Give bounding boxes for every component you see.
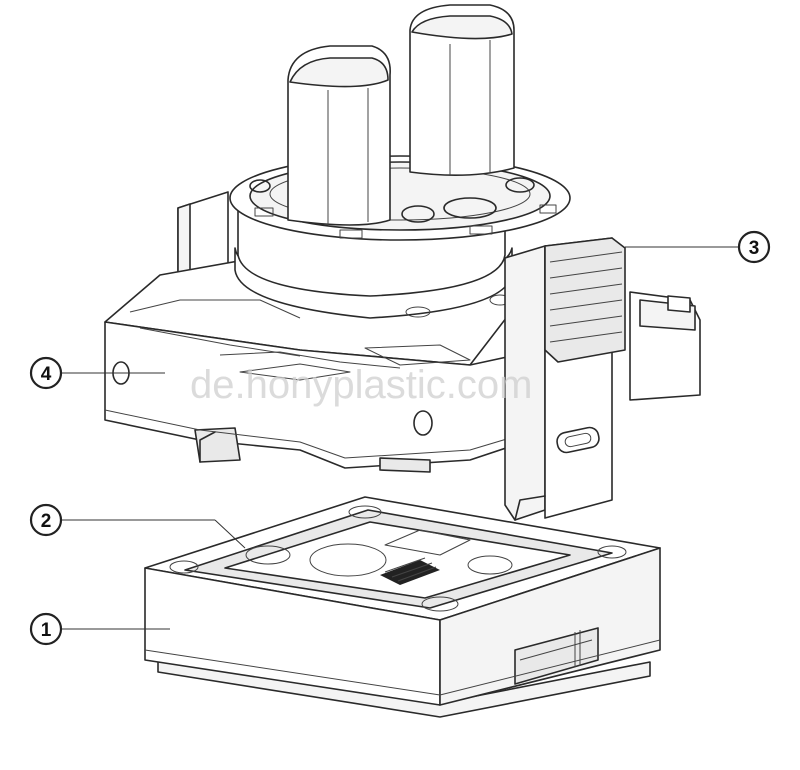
latch-clip-part bbox=[504, 237, 626, 521]
callout-2: 2 bbox=[29, 503, 246, 549]
base-socket-part bbox=[144, 496, 661, 718]
callout-1-label: 1 bbox=[41, 620, 52, 641]
chip-contact-grid bbox=[380, 557, 440, 585]
callout-4-label: 4 bbox=[41, 364, 52, 385]
callout-1: 1 bbox=[29, 612, 170, 646]
callout-2-label: 2 bbox=[41, 511, 52, 532]
callout-3-label: 3 bbox=[749, 238, 760, 259]
watermark-text: de.honyplastic.com bbox=[190, 363, 532, 407]
left-lever bbox=[287, 45, 391, 226]
right-lever bbox=[409, 4, 515, 176]
callout-3: 3 bbox=[625, 230, 771, 264]
callout-4: 4 bbox=[29, 356, 165, 390]
